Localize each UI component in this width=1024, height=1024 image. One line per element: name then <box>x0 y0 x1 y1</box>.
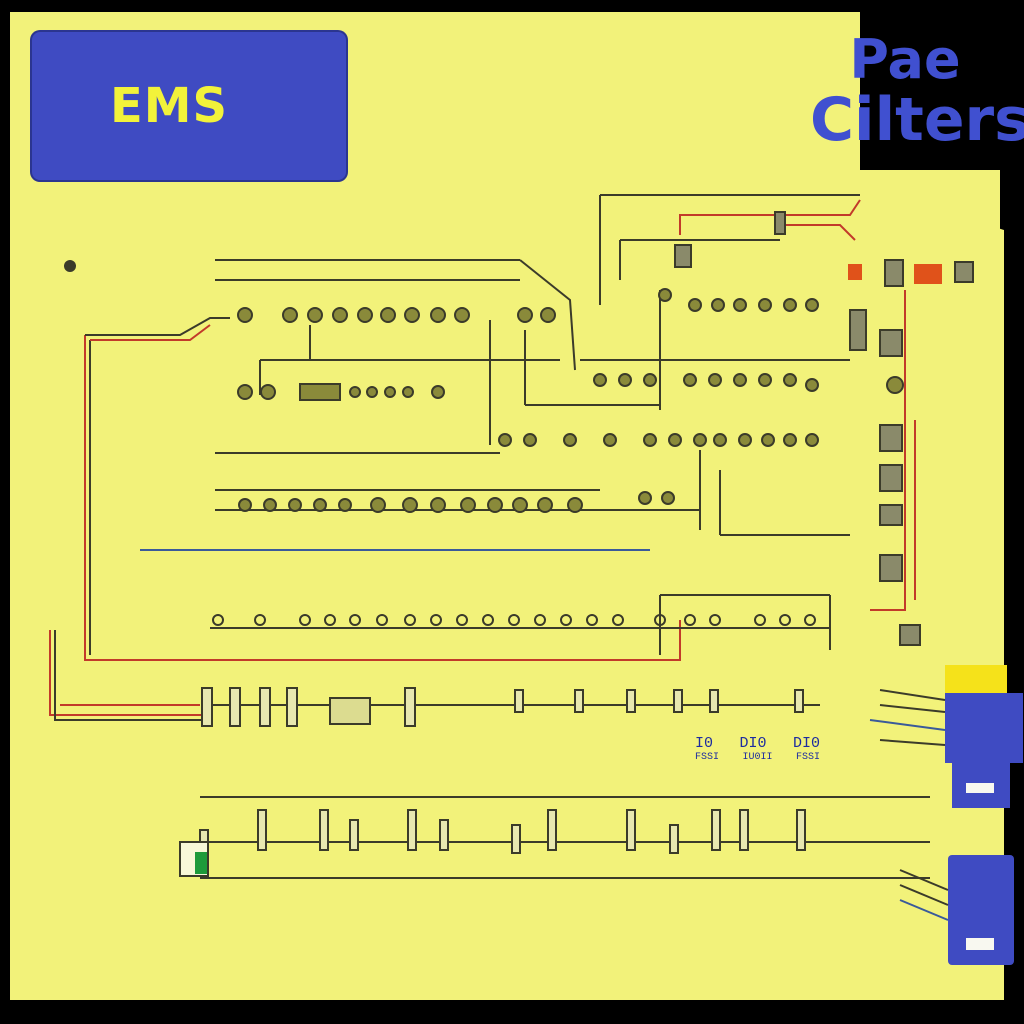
connector-leads <box>869 689 949 921</box>
outer-loop-wires <box>49 317 681 721</box>
legend-code-1: I0 <box>695 735 714 752</box>
component-row-upper-right <box>593 288 904 394</box>
corner-title-line2: Cilters <box>810 85 1024 155</box>
component-row-3 <box>498 433 819 447</box>
component-row-5 <box>212 614 816 626</box>
terminal-strip <box>201 687 804 727</box>
component-row-4 <box>238 491 675 513</box>
connectors <box>945 665 1023 965</box>
component-row-2 <box>237 383 445 401</box>
fuse-highlights <box>848 264 942 284</box>
component-row-1 <box>237 307 556 323</box>
red-wires <box>60 199 916 706</box>
ground-point <box>64 260 76 272</box>
corner-title-line1: Pae <box>849 28 961 91</box>
legend-code-3: DI0 <box>792 735 820 752</box>
bus-lines <box>140 194 930 879</box>
legend-sub-1: FSSI <box>695 752 720 763</box>
relay-blocks <box>674 211 974 646</box>
ems-badge: EMS <box>32 32 346 180</box>
legend-sub-3: FSSI <box>795 752 820 763</box>
ems-label: EMS <box>109 78 229 134</box>
legend-sub-2: IU0II <box>742 752 773 763</box>
corner-title: Pae Cilters <box>810 28 1024 155</box>
legend-block: I0 DI0 DI0 FSSI IU0II FSSI <box>695 735 820 769</box>
legend-code-2: DI0 <box>739 735 767 752</box>
lower-bus-ticks <box>179 809 806 877</box>
